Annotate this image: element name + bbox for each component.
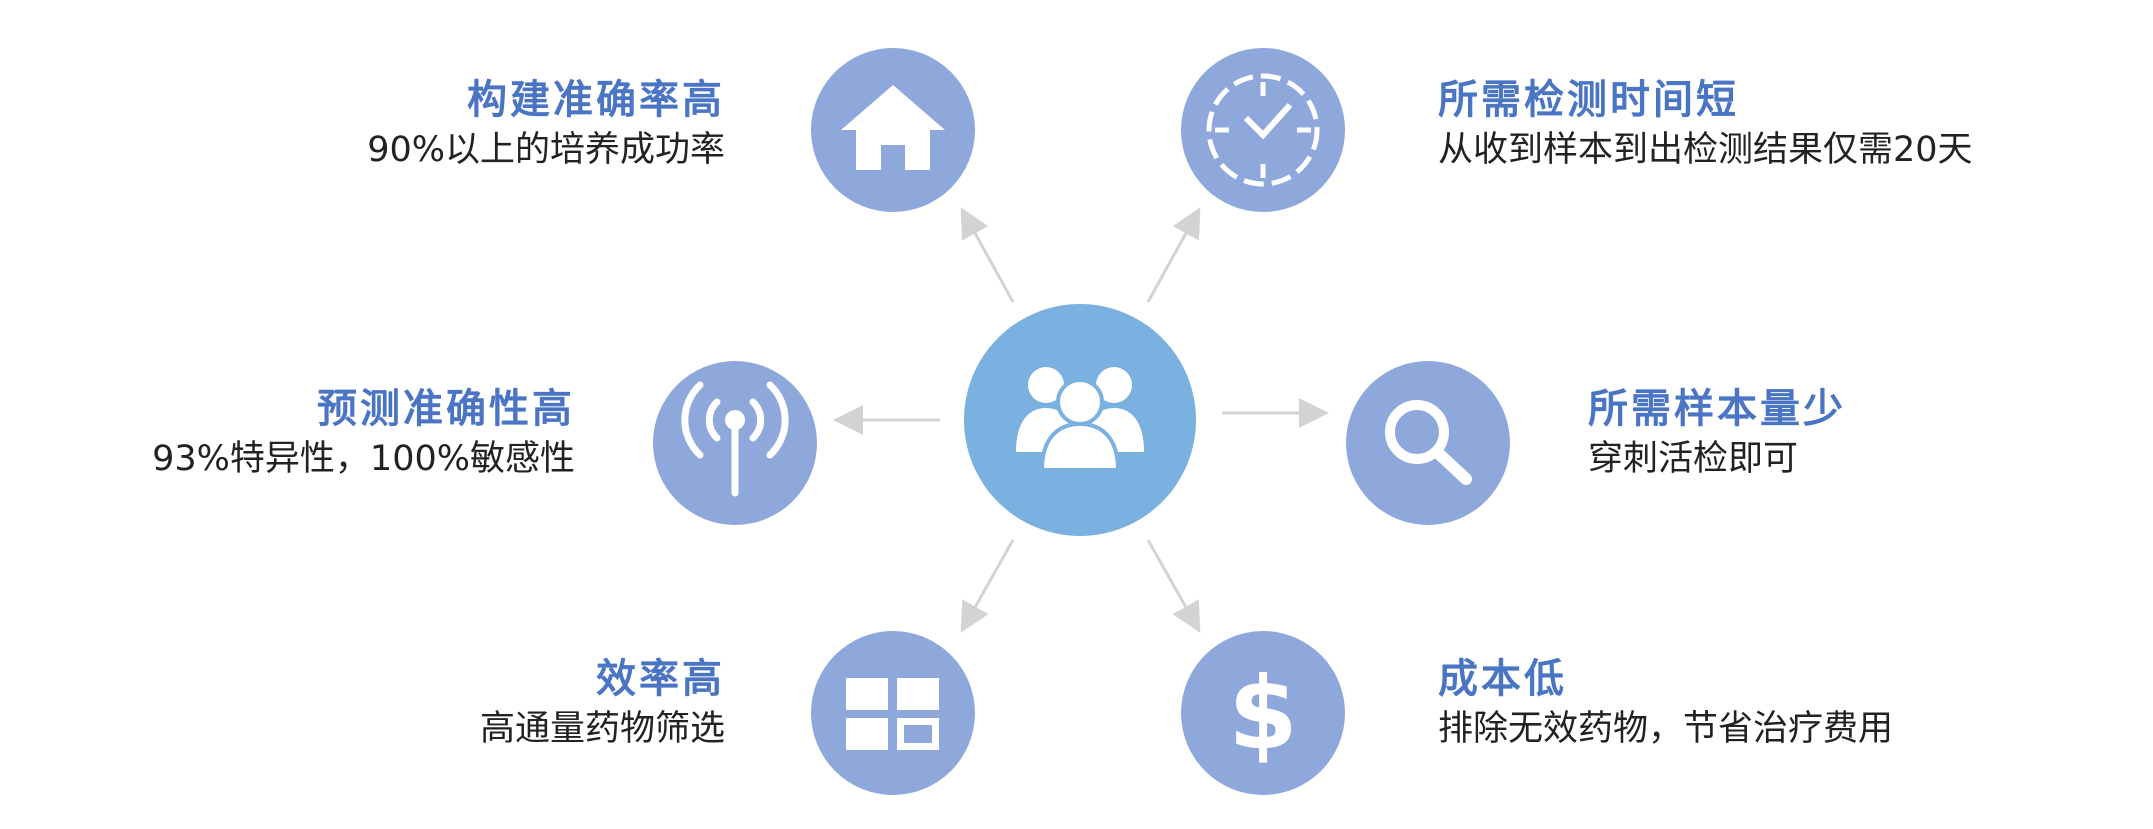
feature-desc: 排除无效药物，节省治疗费用 bbox=[1438, 709, 1894, 749]
center-node bbox=[964, 304, 1196, 536]
node-grid bbox=[811, 631, 975, 795]
feature-desc: 从收到样本到出检测结果仅需20天 bbox=[1438, 130, 1973, 170]
node-dollar: $ bbox=[1181, 631, 1345, 795]
dollar-icon: $ bbox=[1228, 655, 1298, 772]
antenna-signal-icon bbox=[681, 381, 789, 497]
people-group-icon bbox=[1016, 367, 1144, 472]
feature-label-low-cost: 成本低 排除无效药物，节省治疗费用 bbox=[1438, 655, 1893, 753]
feature-title: 所需样本量少 bbox=[1588, 386, 1846, 432]
node-clock bbox=[1181, 48, 1345, 212]
arrows bbox=[833, 207, 1329, 633]
feature-label-high-prediction-accuracy: 预测准确性高 93%特异性，100%敏感性 bbox=[152, 385, 575, 483]
feature-desc: 高通量药物筛选 bbox=[479, 709, 725, 749]
feature-title: 所需检测时间短 bbox=[1438, 77, 1739, 123]
node-house bbox=[811, 48, 975, 212]
feature-desc: 90%以上的培养成功率 bbox=[367, 130, 725, 170]
feature-title: 效率高 bbox=[596, 656, 725, 702]
feature-title: 预测准确性高 bbox=[317, 386, 575, 432]
node-antenna bbox=[653, 361, 817, 525]
house-icon bbox=[841, 85, 945, 170]
feature-label-short-test-time: 所需检测时间短 从收到样本到出检测结果仅需20天 bbox=[1438, 76, 1973, 174]
feature-desc: 穿刺活检即可 bbox=[1588, 439, 1799, 479]
arrow-to-clock bbox=[1146, 207, 1201, 303]
svg-text:$: $ bbox=[1228, 655, 1298, 772]
grid-blocks-icon bbox=[846, 678, 939, 750]
feature-label-small-sample: 所需样本量少 穿刺活检即可 bbox=[1588, 385, 1846, 483]
feature-title: 构建准确率高 bbox=[467, 77, 725, 123]
clock-icon bbox=[1206, 73, 1320, 187]
arrow-to-dollar bbox=[1146, 539, 1201, 633]
node-magnifier bbox=[1346, 361, 1510, 525]
arrow-to-house bbox=[960, 207, 1015, 303]
arrow-to-grid bbox=[960, 539, 1015, 633]
feature-desc: 93%特异性，100%敏感性 bbox=[152, 439, 575, 479]
feature-title: 成本低 bbox=[1438, 656, 1567, 702]
feature-label-high-build-accuracy: 构建准确率高 90%以上的培养成功率 bbox=[367, 76, 725, 174]
magnifier-icon bbox=[1385, 400, 1472, 485]
feature-label-high-efficiency: 效率高 高通量药物筛选 bbox=[480, 655, 725, 753]
